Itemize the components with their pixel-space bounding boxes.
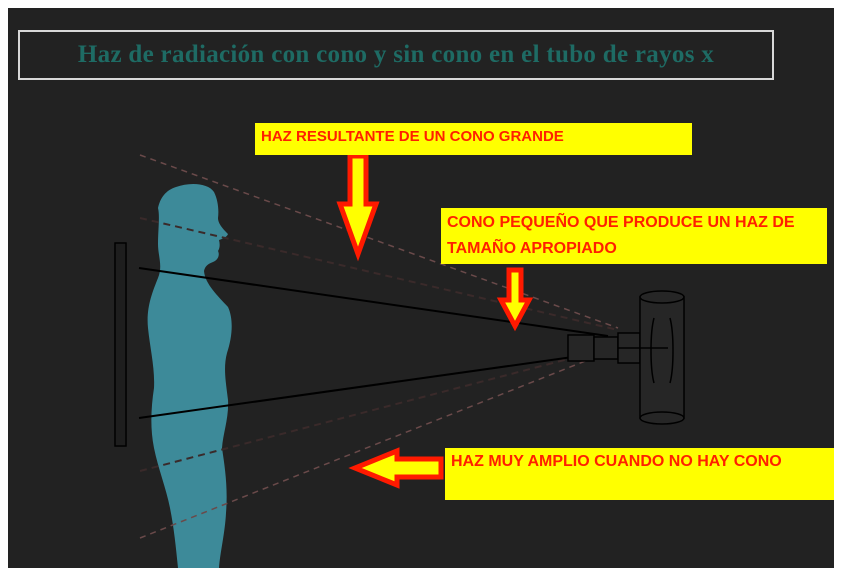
patient-silhouette <box>147 184 232 568</box>
tube-housing-top <box>639 290 685 304</box>
tube-cone <box>567 334 595 362</box>
tube-housing-bottom <box>639 411 685 425</box>
tube-glass-envelope <box>650 317 674 384</box>
small-cone-beam-edge-top <box>138 267 609 337</box>
tube-housing <box>639 296 685 419</box>
film-plate <box>114 242 127 447</box>
left-arrow-icon <box>348 447 444 489</box>
wide-beam-edge-bottom <box>139 347 619 539</box>
small-cone-beam-edge-bottom <box>138 351 609 419</box>
large-cone-beam-edge-top <box>139 217 619 331</box>
xray-tube <box>567 290 685 425</box>
small-cone-label: CONO PEQUEÑO QUE PRODUCE UN HAZ DE TAMAÑ… <box>441 208 827 264</box>
large-cone-beam-edge-bottom <box>139 345 619 472</box>
page-title: Haz de radiación con cono y sin cono en … <box>77 41 715 68</box>
wide-beam-edge-top <box>139 154 619 329</box>
xray-diagram <box>114 153 685 568</box>
large-cone-label: HAZ RESULTANTE DE UN CONO GRANDE <box>255 123 692 155</box>
down-arrow-icon <box>496 267 534 332</box>
down-arrow-icon <box>336 153 380 262</box>
no-cone-label: HAZ MUY AMPLIO CUANDO NO HAY CONO <box>445 448 834 500</box>
diagram-slide: Haz de radiación con cono y sin cono en … <box>8 8 834 568</box>
tube-collimator <box>593 336 619 360</box>
title-box: Haz de radiación con cono y sin cono en … <box>18 30 774 80</box>
